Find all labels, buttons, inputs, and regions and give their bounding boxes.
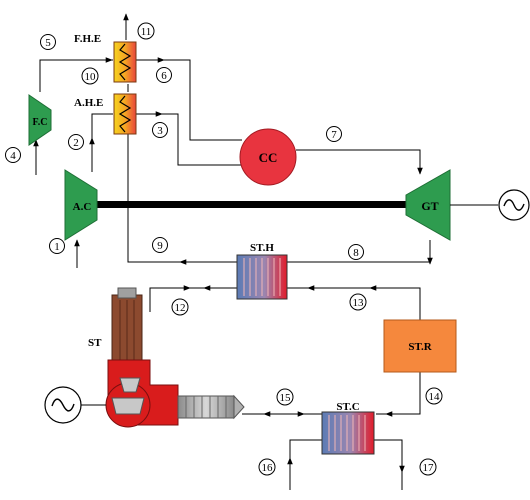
gas-cycle-lines [33, 13, 433, 268]
gas-turbine [405, 169, 451, 241]
stream-11-marker: 11 [137, 22, 155, 40]
stream-14-marker: 14 [425, 387, 443, 405]
svg-text:8: 8 [353, 247, 359, 259]
steam-turbine [105, 287, 245, 428]
air-heat-exchanger-coil-icon [118, 95, 132, 133]
stream-4-marker: 4 [5, 147, 21, 163]
svg-text:10: 10 [85, 71, 97, 83]
fuel-heat-exchanger [113, 41, 137, 83]
svg-text:7: 7 [331, 129, 337, 141]
stream-2-line [91, 113, 113, 172]
generator-right-icon [498, 189, 530, 221]
stream-14-line [376, 372, 421, 415]
air-heat-exchanger-label: A.H.E [74, 97, 103, 109]
stream-1-marker: 1 [49, 238, 65, 254]
air-heat-exchanger [113, 93, 137, 135]
stream-2-marker: 2 [68, 134, 84, 150]
steam-condenser-label: ST.C [336, 401, 359, 413]
steam-heater-label: ST.H [250, 242, 274, 254]
svg-text:12: 12 [175, 302, 186, 314]
stream-16-line [289, 439, 324, 490]
svg-text:2: 2 [73, 137, 79, 149]
svg-text:13: 13 [353, 297, 365, 309]
stream-5-line [39, 59, 113, 92]
gas-turbine-label: GT [421, 199, 438, 213]
steam-reheater [383, 319, 457, 373]
stream-number-markers: 1 2 3 4 5 6 7 8 9 10 11 12 13 14 15 16 1… [5, 22, 443, 476]
svg-text:6: 6 [161, 70, 167, 82]
combustion-chamber [239, 128, 297, 186]
air-compressor [64, 169, 98, 241]
stream-15-marker: 15 [276, 388, 294, 406]
stream-7-line [296, 149, 421, 172]
air-compressor-label: A.C [73, 201, 92, 213]
stream-16-marker: 16 [258, 458, 276, 476]
fuel-compressor [28, 94, 52, 146]
steam-reheater-label: ST.R [408, 341, 432, 353]
stream-5-marker: 5 [40, 34, 56, 50]
svg-text:9: 9 [157, 240, 163, 252]
svg-text:15: 15 [280, 392, 292, 404]
stream-13-marker: 13 [349, 293, 367, 311]
stream-17-line [374, 439, 403, 490]
steam-cycle-lines [149, 285, 421, 490]
stream-12-marker: 12 [171, 298, 189, 316]
stream-6-marker: 6 [156, 67, 172, 83]
svg-text:4: 4 [10, 150, 16, 162]
stream-12-line [149, 287, 237, 312]
combustion-chamber-label: CC [259, 150, 278, 165]
svg-text:5: 5 [45, 37, 51, 49]
svg-text:11: 11 [141, 26, 152, 38]
svg-text:3: 3 [157, 125, 163, 137]
svg-text:1: 1 [54, 241, 60, 253]
steam-condenser [321, 411, 375, 455]
stream-9-line [127, 130, 237, 263]
stream-3-marker: 3 [152, 122, 168, 138]
fuel-heat-exchanger-label: F.H.E [74, 33, 101, 45]
stream-17-marker: 17 [419, 458, 437, 476]
svg-text:14: 14 [429, 391, 441, 403]
stream-9-marker: 9 [152, 237, 168, 253]
stream-13-line [287, 287, 421, 320]
stream-10-marker: 10 [81, 67, 99, 85]
stream-8-marker: 8 [348, 244, 364, 260]
svg-text:17: 17 [423, 462, 435, 474]
generator-left-icon [44, 386, 82, 424]
fuel-heat-exchanger-coil-icon [118, 43, 132, 81]
steam-turbine-label: ST [88, 337, 102, 349]
shaft [96, 201, 412, 208]
stream-6-line [136, 59, 242, 141]
fuel-compressor-label: F.C [33, 117, 48, 128]
stream-7-marker: 7 [326, 126, 342, 142]
svg-text:16: 16 [262, 462, 274, 474]
